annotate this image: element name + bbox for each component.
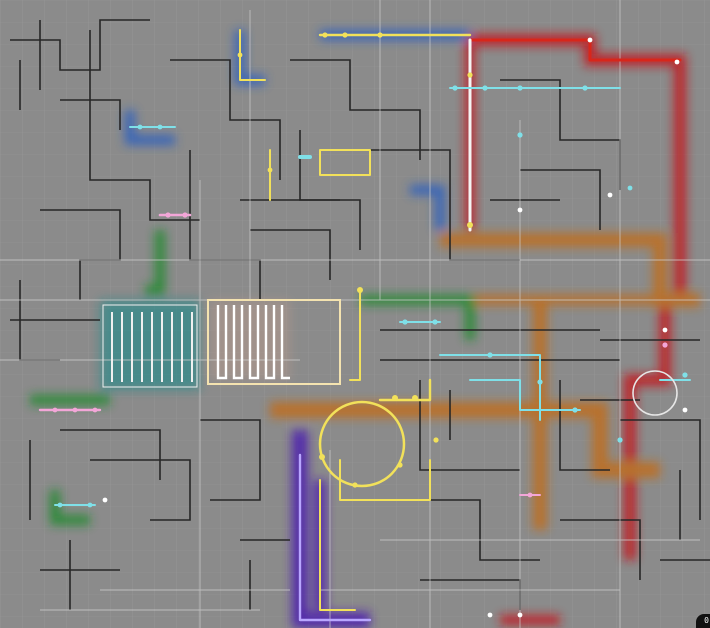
station-node[interactable] (527, 492, 533, 498)
station-node[interactable] (412, 395, 418, 401)
station-node[interactable] (607, 192, 613, 198)
station-node[interactable] (617, 437, 623, 443)
station-node[interactable] (587, 37, 593, 43)
corner-badge: 0 (696, 614, 710, 628)
pink-comb-block (207, 299, 341, 385)
station-node[interactable] (682, 372, 688, 378)
station-node[interactable] (392, 395, 398, 401)
station-node[interactable] (582, 85, 588, 91)
station-node[interactable] (352, 482, 358, 488)
station-node[interactable] (452, 85, 458, 91)
station-node[interactable] (165, 212, 171, 218)
station-node[interactable] (674, 59, 680, 65)
station-node[interactable] (102, 497, 108, 503)
station-node[interactable] (482, 85, 488, 91)
station-node[interactable] (572, 407, 578, 413)
station-node[interactable] (377, 32, 383, 38)
station-node[interactable] (342, 32, 348, 38)
station-node[interactable] (432, 319, 438, 325)
station-node[interactable] (267, 167, 273, 173)
station-node[interactable] (662, 327, 668, 333)
station-node[interactable] (357, 287, 363, 293)
station-node[interactable] (517, 612, 523, 618)
station-node[interactable] (627, 185, 633, 191)
station-node[interactable] (92, 407, 98, 413)
station-node[interactable] (87, 502, 93, 508)
station-node[interactable] (467, 72, 473, 78)
station-node[interactable] (57, 502, 63, 508)
station-node[interactable] (537, 379, 543, 385)
station-node[interactable] (517, 85, 523, 91)
station-nodes[interactable] (52, 32, 688, 618)
station-node[interactable] (662, 342, 668, 348)
station-node[interactable] (433, 437, 439, 443)
station-node[interactable] (682, 407, 688, 413)
station-node[interactable] (402, 319, 408, 325)
station-node[interactable] (237, 52, 243, 58)
station-node[interactable] (52, 407, 58, 413)
station-node[interactable] (182, 212, 188, 218)
station-node[interactable] (157, 124, 163, 130)
station-node[interactable] (517, 207, 523, 213)
teal-comb-block (102, 304, 198, 388)
station-node[interactable] (397, 462, 403, 468)
station-node[interactable] (487, 612, 493, 618)
station-node[interactable] (467, 222, 473, 228)
station-node[interactable] (137, 124, 143, 130)
station-node[interactable] (322, 32, 328, 38)
station-node[interactable] (319, 454, 325, 460)
station-node[interactable] (517, 132, 523, 138)
station-node[interactable] (72, 407, 78, 413)
station-node[interactable] (487, 352, 493, 358)
